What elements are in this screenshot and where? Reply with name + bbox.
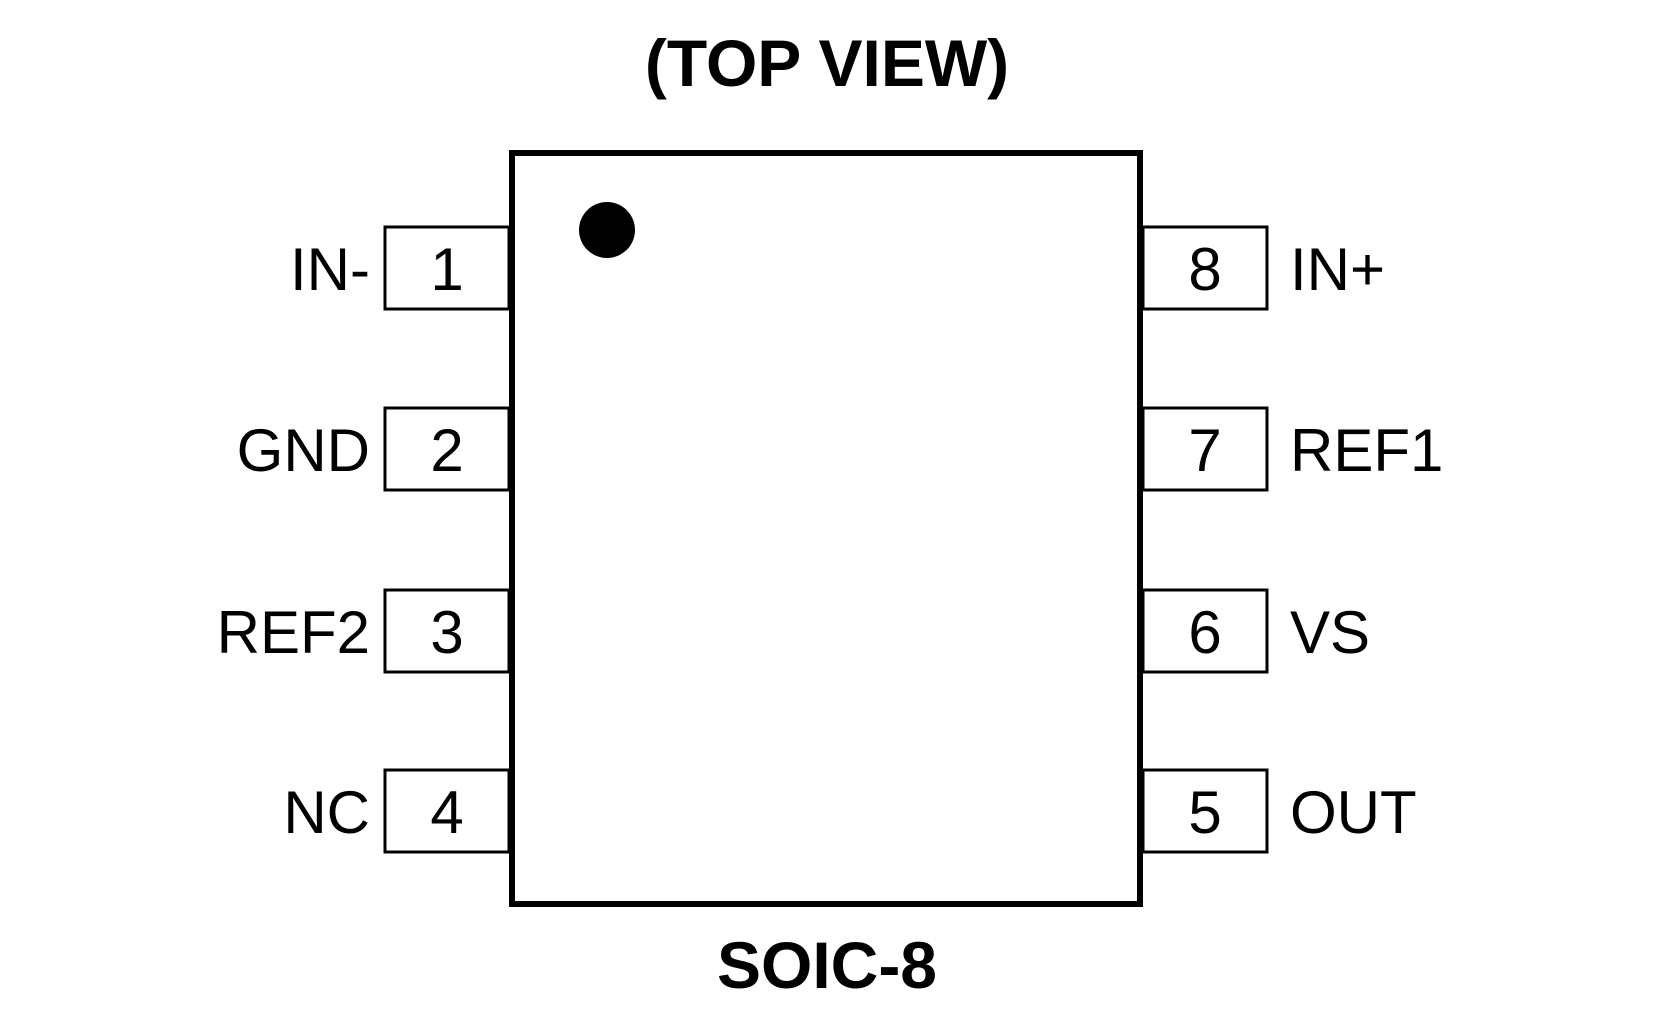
pin-1-number: 1 (430, 236, 463, 303)
pin-2-label: GND (237, 417, 370, 484)
pin-8-number: 8 (1188, 236, 1221, 303)
pin-4-box (383, 768, 511, 854)
pin-3-number: 3 (430, 599, 463, 666)
pin-3-label: REF2 (217, 599, 370, 666)
pin-1-box (383, 225, 511, 311)
chip-body (509, 150, 1143, 907)
pin-8-label: IN+ (1290, 236, 1385, 303)
page-title: (TOP VIEW) (644, 26, 1010, 100)
pin-5-number: 5 (1188, 779, 1221, 846)
pin-8-box (1141, 225, 1269, 311)
pin-7-label: REF1 (1290, 417, 1443, 484)
pin-2-number: 2 (430, 417, 463, 484)
pin1-indicator-dot-icon (579, 202, 635, 258)
pin-1-label: IN- (290, 236, 370, 303)
pin-5-label: OUT (1290, 779, 1417, 846)
pin-4-label: NC (283, 779, 370, 846)
pin-5-box (1141, 768, 1269, 854)
package-caption: SOIC-8 (716, 928, 938, 1002)
pin-4-number: 4 (430, 779, 463, 846)
pin-7-number: 7 (1188, 417, 1221, 484)
pin-6-box (1141, 588, 1269, 674)
pin-7-box (1141, 406, 1269, 492)
pin-6-number: 6 (1188, 599, 1221, 666)
pin-6-label: VS (1290, 599, 1370, 666)
